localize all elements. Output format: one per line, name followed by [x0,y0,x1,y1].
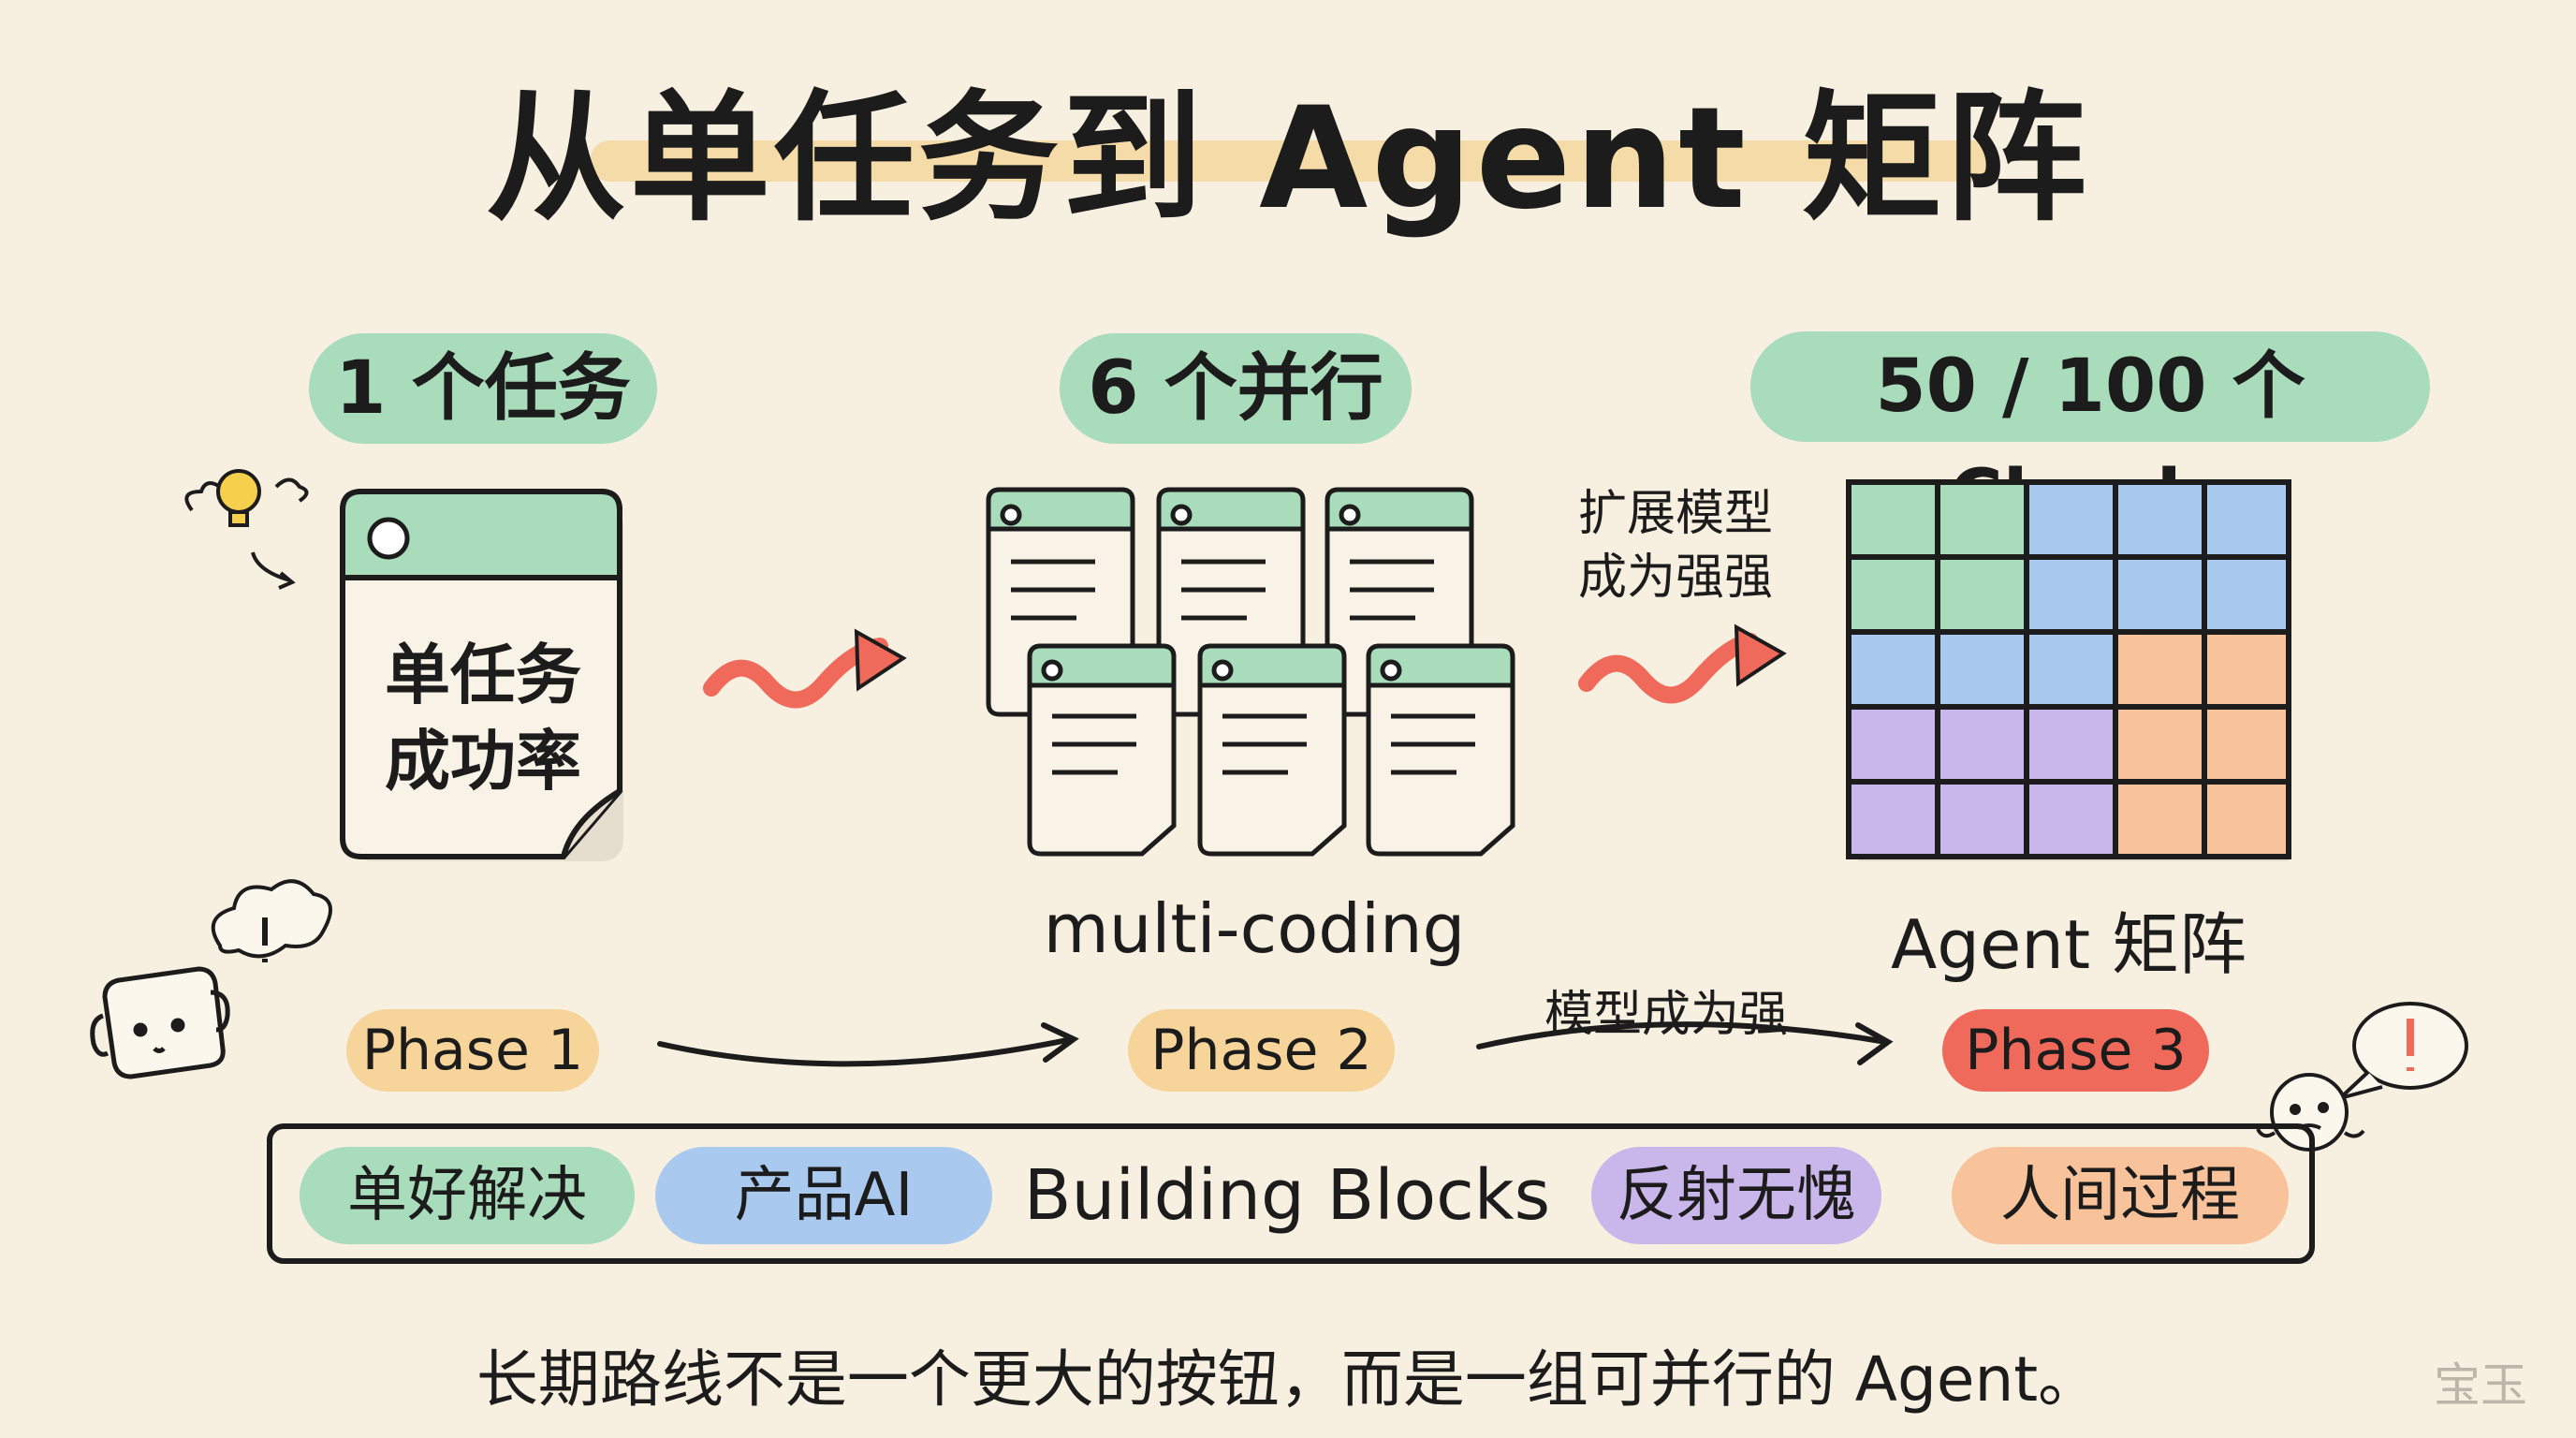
building-blocks-bar [267,1123,2315,1264]
parallel-cards [986,487,1515,857]
chip-purple: 反射无愧 [1591,1147,1881,1244]
chip-blue: 产品AI [655,1147,992,1244]
watermark: 宝玉 [2434,1358,2527,1413]
parallel-card-6 [1366,643,1515,857]
parallel-card-5 [1197,643,1347,857]
upper-note-line-1: 扩展模型 [1577,486,1773,542]
agent-matrix-grid [1846,479,2291,861]
title-container: 从单任务到 Agent 矩阵 [0,66,2576,253]
parallel-card-4 [1027,643,1177,857]
phase-1-badge: Phase 1 [346,1009,599,1092]
phase-2-badge: Phase 2 [1128,1009,1395,1092]
parallel-caption: multi-coding [1043,889,1466,968]
chip-green: 单好解决 [300,1147,635,1244]
lower-arrow-note: 模型成为强 [1544,987,1788,1043]
matrix-caption: Agent 矩阵 [1890,905,2247,984]
card-line-1: 单任务 [385,637,581,713]
building-blocks-label: Building Blocks [1023,1155,1551,1236]
footer-sentence: 长期路线不是一个更大的按钮，而是一组可并行的 Agent。 [476,1343,2100,1416]
worried-face-icon [2256,1073,2365,1152]
lightbulb-icon [184,469,309,590]
single-task-card-label: 单任务 成功率 [343,632,623,804]
phase-arrow-2 [1476,1021,1894,1065]
header-parallel: 6 个并行 [1060,333,1412,444]
speech-bubble-icon [2338,1002,2468,1100]
card-line-2: 成功率 [385,723,581,800]
squiggle-arrow-2-icon [1578,624,1787,704]
squiggle-arrow-icon [703,628,907,709]
upper-note-line-2: 成为强强 [1577,550,1773,606]
single-task-card [340,489,623,861]
upper-arrow-note: 扩展模型 成为强强 [1554,482,1797,609]
robot-face-icon [90,966,230,1079]
chip-orange: 人间过程 [1952,1147,2289,1244]
phase-3-badge: Phase 3 [1942,1009,2209,1092]
page-title: 从单任务到 Agent 矩阵 [485,78,2091,241]
title-highlight [590,140,1994,182]
phase-arrow-1 [657,1022,1079,1067]
header-single-task: 1 个任务 [309,333,657,444]
